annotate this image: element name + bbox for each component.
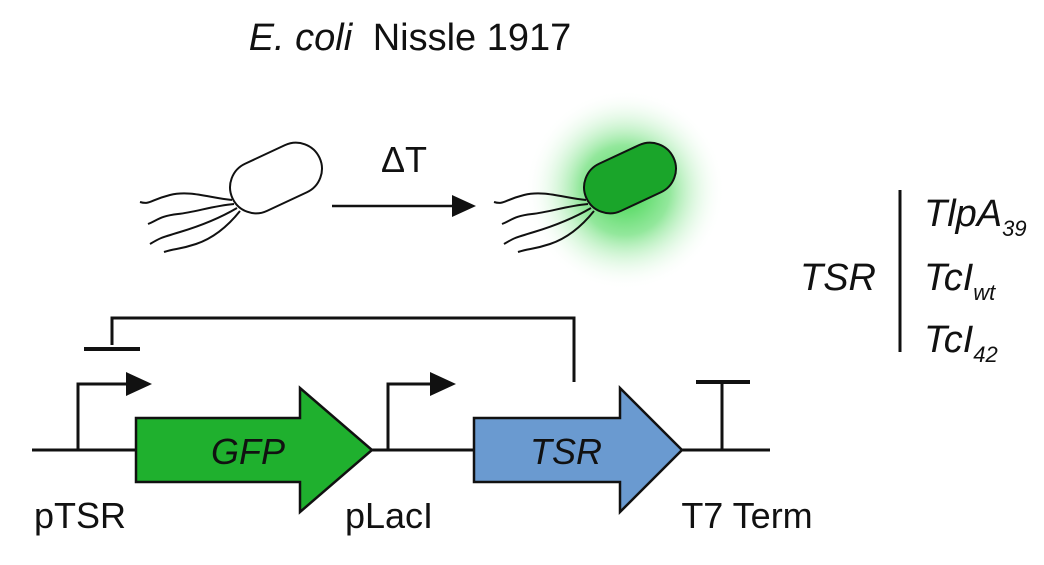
flagella-off xyxy=(139,192,241,253)
cell-body-on xyxy=(583,141,677,215)
tsr-gene-label: TSR xyxy=(530,431,602,472)
tsr-variant-tlpa: TlpA39 xyxy=(924,193,1027,241)
cell-body-off xyxy=(229,141,323,215)
promoter-ptsr xyxy=(76,372,152,450)
promoter-placi xyxy=(386,372,456,450)
bacterium-off xyxy=(139,141,323,253)
tsr-variant-tci-42: TcI42 xyxy=(924,319,998,367)
bacterium-on xyxy=(493,90,725,290)
label-t7-term: T7 Term xyxy=(681,495,812,536)
transition-arrow xyxy=(332,195,476,217)
tsr-variant-tci-wt: TcIwt xyxy=(924,257,996,305)
repression-feedback xyxy=(84,316,576,382)
strain-name: Nissle 1917 xyxy=(373,17,572,59)
gfp-gene: GFP xyxy=(134,385,374,515)
species-name: E. coli xyxy=(249,17,354,59)
tsr-variant-panel: TSR TlpA39 TcIwt TcI42 xyxy=(800,190,1027,367)
title: E. coli Nissle 1917 xyxy=(249,17,572,59)
label-ptsr: pTSR xyxy=(34,495,126,536)
gfp-label: GFP xyxy=(211,431,285,472)
tsr-arrow xyxy=(472,384,684,516)
tsr-gene: TSR xyxy=(472,384,684,516)
feedback-path xyxy=(110,316,576,382)
tsr-panel-label: TSR xyxy=(800,257,876,299)
flagella-on xyxy=(493,192,595,253)
gfp-arrow xyxy=(134,385,374,515)
delta-t-label: ΔT xyxy=(381,139,427,180)
label-placi: pLacI xyxy=(345,495,433,536)
terminator-t7 xyxy=(696,380,750,450)
